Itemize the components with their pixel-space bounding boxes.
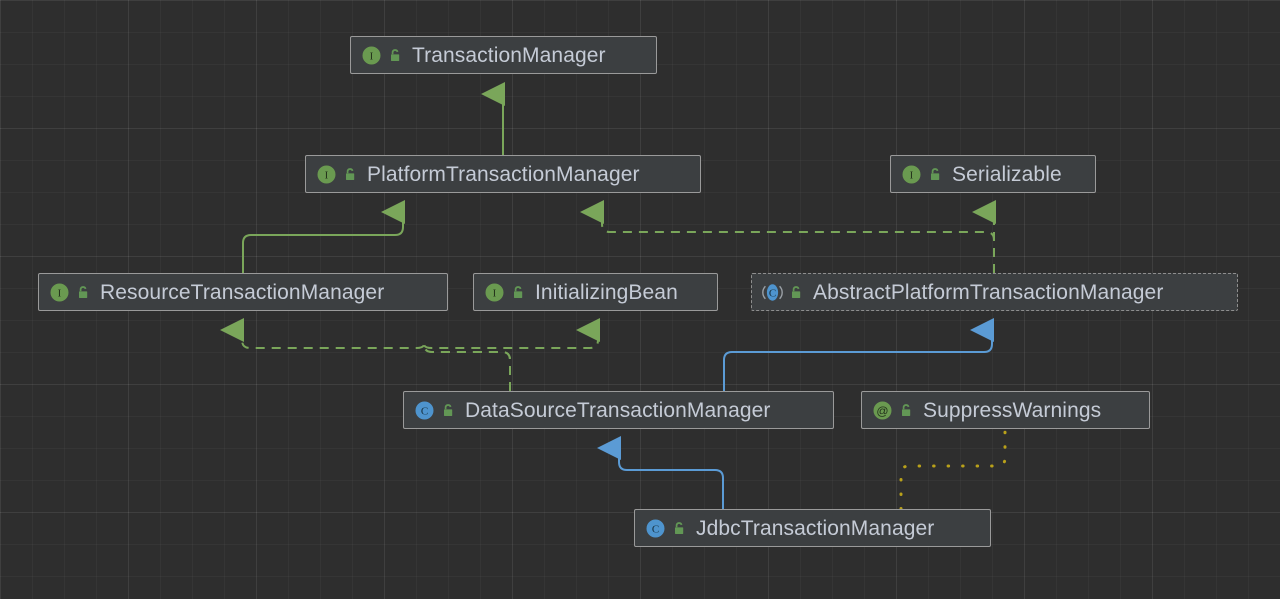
edge-jtm-to-suppresswarnings	[899, 430, 1007, 511]
interface-icon: I	[316, 164, 337, 185]
node-transaction-manager[interactable]: I TransactionManager	[350, 36, 657, 74]
svg-text:C: C	[652, 523, 659, 535]
node-label: AbstractPlatformTransactionManager	[813, 280, 1164, 304]
abstract-class-icon: C	[762, 282, 783, 303]
public-unlocked-icon	[672, 521, 687, 536]
public-unlocked-icon	[928, 167, 943, 182]
node-jdbc-transaction-manager[interactable]: C JdbcTransactionManager	[634, 509, 991, 547]
node-datasource-transaction-manager[interactable]: C DataSourceTransactionManager	[403, 391, 834, 429]
node-platform-transaction-manager[interactable]: I PlatformTransactionManager	[305, 155, 701, 193]
node-resource-transaction-manager[interactable]: I ResourceTransactionManager	[38, 273, 448, 311]
public-unlocked-icon	[343, 167, 358, 182]
edge-dstm-to-rtm	[220, 318, 511, 391]
svg-text:I: I	[370, 50, 374, 62]
node-label: InitializingBean	[535, 280, 678, 304]
public-unlocked-icon	[511, 285, 526, 300]
interface-icon: I	[49, 282, 70, 303]
node-label: ResourceTransactionManager	[100, 280, 385, 304]
edge-aptm-to-ptm	[580, 200, 995, 273]
edge-dstm-to-ib	[423, 318, 600, 391]
node-label: PlatformTransactionManager	[367, 162, 640, 186]
node-label: Serializable	[952, 162, 1062, 186]
edge-jtm-to-dstm	[597, 436, 724, 509]
svg-text:I: I	[910, 169, 914, 181]
node-initializing-bean[interactable]: I InitializingBean	[473, 273, 718, 311]
node-label: JdbcTransactionManager	[696, 516, 935, 540]
svg-text:C: C	[421, 405, 428, 417]
interface-icon: I	[484, 282, 505, 303]
edge-dstm-to-aptm	[723, 318, 994, 391]
edge-rtm-to-ptm	[242, 200, 405, 273]
node-suppress-warnings[interactable]: @ SuppressWarnings	[861, 391, 1150, 429]
svg-text:I: I	[493, 287, 497, 299]
svg-text:@: @	[876, 403, 888, 417]
interface-icon: I	[361, 45, 382, 66]
svg-text:C: C	[769, 287, 776, 299]
public-unlocked-icon	[388, 48, 403, 63]
class-icon: C	[645, 518, 666, 539]
interface-icon: I	[901, 164, 922, 185]
node-abstract-platform-transaction-manager[interactable]: C AbstractPlatformTransactionManager	[751, 273, 1238, 311]
node-label: TransactionManager	[412, 43, 606, 67]
public-unlocked-icon	[441, 403, 456, 418]
svg-text:I: I	[58, 287, 62, 299]
svg-text:I: I	[325, 169, 329, 181]
node-label: SuppressWarnings	[923, 398, 1102, 422]
node-serializable[interactable]: I Serializable	[890, 155, 1096, 193]
class-icon: C	[414, 400, 435, 421]
public-unlocked-icon	[76, 285, 91, 300]
public-unlocked-icon	[789, 285, 804, 300]
annotation-icon: @	[872, 400, 893, 421]
node-label: DataSourceTransactionManager	[465, 398, 771, 422]
public-unlocked-icon	[899, 403, 914, 418]
